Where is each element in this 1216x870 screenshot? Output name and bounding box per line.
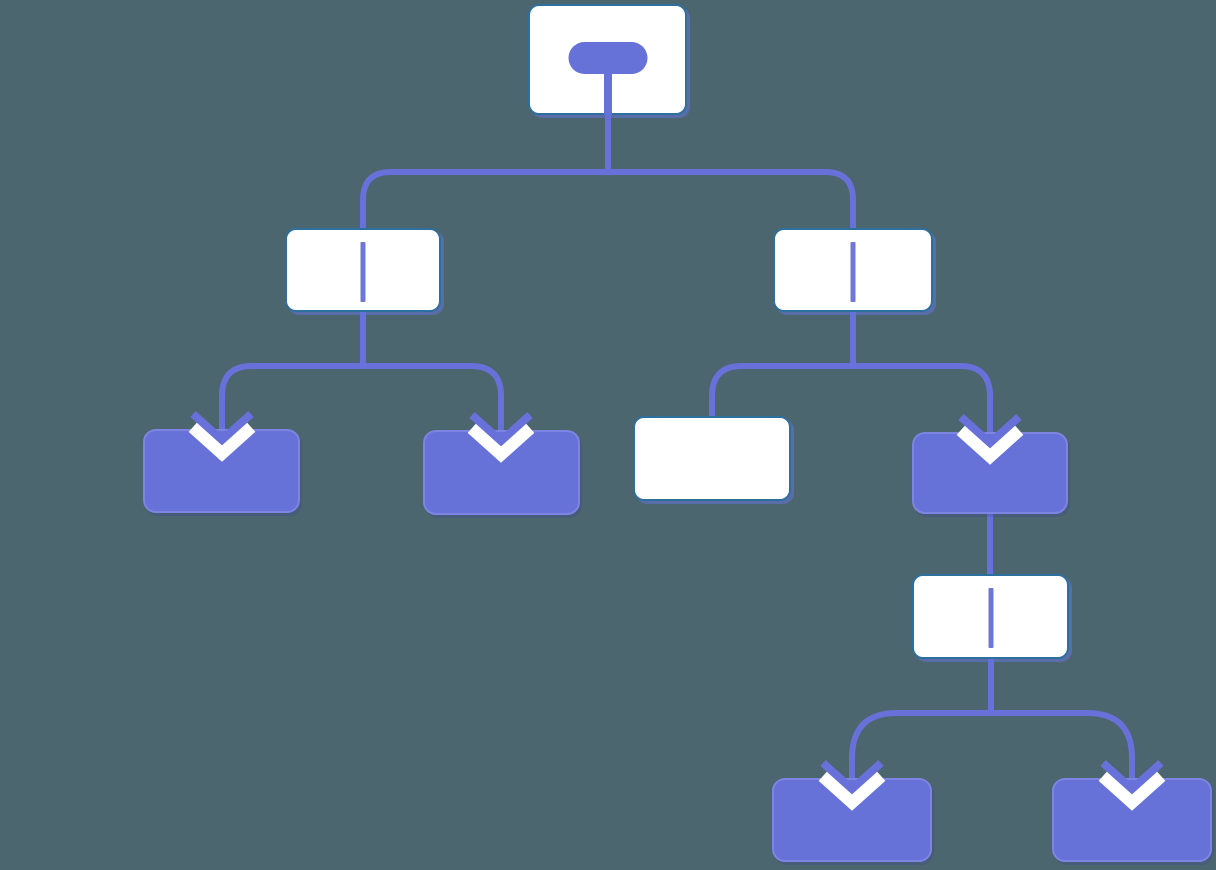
start-pill-icon bbox=[568, 42, 647, 74]
node-branch-bottom[interactable] bbox=[912, 574, 1069, 659]
divider-bar-icon bbox=[988, 588, 993, 648]
node-leaf-left-1[interactable] bbox=[143, 429, 300, 513]
node-root-start[interactable] bbox=[528, 4, 687, 115]
node-leaf-left-2[interactable] bbox=[423, 430, 580, 515]
node-child-right-plain[interactable] bbox=[633, 416, 791, 501]
node-branch-right[interactable] bbox=[773, 228, 933, 312]
divider-bar-icon bbox=[850, 242, 856, 302]
node-child-right-purple[interactable] bbox=[912, 432, 1068, 514]
node-leaf-bottom-2[interactable] bbox=[1052, 778, 1212, 862]
node-branch-left[interactable] bbox=[285, 228, 441, 312]
divider-bar-icon bbox=[360, 242, 366, 302]
edge-branch-bottom-bracket bbox=[849, 710, 1135, 788]
node-leaf-bottom-1[interactable] bbox=[772, 778, 932, 862]
edge-root-bracket bbox=[360, 169, 856, 230]
start-pill-stem bbox=[603, 70, 612, 115]
